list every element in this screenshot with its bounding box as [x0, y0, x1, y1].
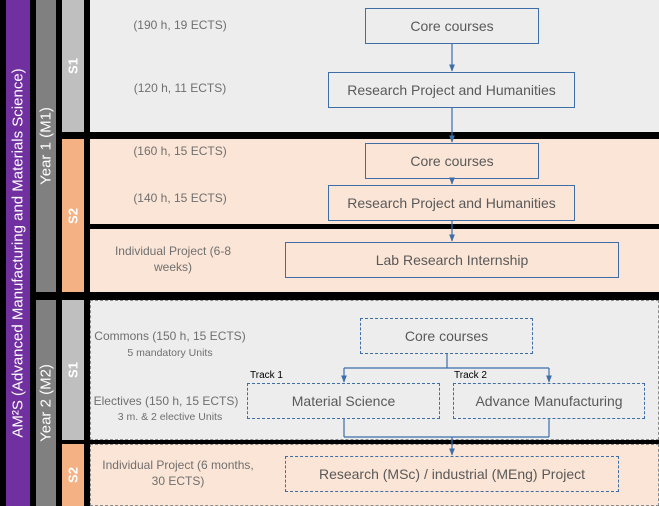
year1-s2-tab-label: S2: [65, 207, 81, 224]
track1-box: Material Science: [247, 383, 440, 419]
y1s2-research-box: Research Project and Humanities: [328, 185, 575, 221]
y1s1-row1-hours: (190 h, 19 ECTS): [133, 18, 227, 32]
year1-label: Year 1 (M1): [37, 107, 55, 185]
y1-internship-box: Lab Research Internship: [285, 242, 619, 278]
year1-bar: Year 1 (M1): [36, 0, 56, 292]
track2-box: Advance Manufacturing: [453, 383, 645, 419]
year2-bar: Year 2 (M2): [36, 300, 56, 506]
y1s1-core-courses-box: Core courses: [365, 8, 539, 44]
y1s2-row1-hours: (160 h, 15 ECTS): [133, 144, 227, 158]
y2-commons-label: Commons (150 h, 15 ECTS): [94, 329, 246, 343]
program-bar: AM²S (Advanced Manufacturing and Materia…: [6, 0, 30, 506]
year2-label: Year 2 (M2): [37, 364, 55, 442]
year2-s2-tab: S2: [62, 444, 84, 506]
year2-s1-tab-label: S1: [65, 362, 81, 378]
track1-label: Track 1: [250, 370, 283, 381]
y2-project-box: Research (MSc) / industrial (MEng) Proje…: [285, 456, 619, 492]
year1-s1-tab: S1: [62, 0, 84, 132]
y2-electives-label: Electives (150 h, 15 ECTS): [93, 394, 239, 408]
year2-s2-tab-label: S2: [65, 467, 81, 483]
y1-internship-label: Individual Project (6-8 weeks): [114, 244, 232, 274]
y1s2-row2-hours: (140 h, 15 ECTS): [133, 191, 227, 205]
y2-electives-sublabel: 3 m. & 2 elective Units: [117, 411, 223, 423]
y2-project-label: Individual Project (6 months, 30 ECTS): [102, 458, 254, 488]
year1-s1-tab-label: S1: [65, 58, 81, 74]
program-title: AM²S (Advanced Manufacturing and Materia…: [9, 68, 27, 438]
track2-label: Track 2: [454, 370, 487, 381]
y2-commons-sublabel: 5 mandatory Units: [127, 347, 213, 359]
y1s1-research-box: Research Project and Humanities: [328, 72, 575, 108]
year2-s1-tab: S1: [62, 300, 84, 440]
year1-s2-tab: S2: [62, 139, 84, 292]
y2-core-courses-box: Core courses: [360, 318, 533, 354]
y1s1-row2-hours: (120 h, 11 ECTS): [133, 81, 227, 95]
y1s2-core-courses-box: Core courses: [365, 143, 539, 179]
